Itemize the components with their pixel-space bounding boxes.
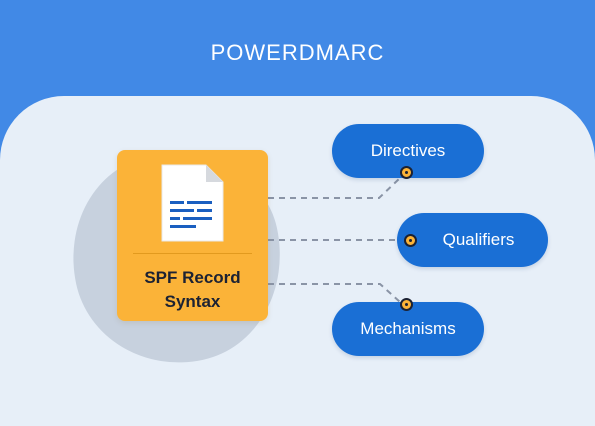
card-title: SPF Record Syntax <box>117 266 268 314</box>
card-title-line-2: Syntax <box>164 292 221 311</box>
connector-directives <box>268 178 400 199</box>
node-mechanisms: Mechanisms <box>332 302 484 356</box>
connector-dot-directives <box>400 166 413 179</box>
connector-lines <box>268 178 404 303</box>
diagram-panel: SPF Record Syntax Directives Qualifiers … <box>0 96 595 426</box>
card-title-line-1: SPF Record <box>144 268 241 287</box>
connector-dot-mechanisms <box>400 298 413 311</box>
card-divider <box>133 253 252 254</box>
brand-logo: POWERDMARC <box>210 40 385 65</box>
node-qualifiers: Qualifiers <box>397 213 548 267</box>
spf-record-card: SPF Record Syntax <box>117 150 268 321</box>
connector-dot-qualifiers <box>404 234 417 247</box>
document-icon <box>161 164 224 242</box>
connector-mechanisms <box>268 283 401 303</box>
